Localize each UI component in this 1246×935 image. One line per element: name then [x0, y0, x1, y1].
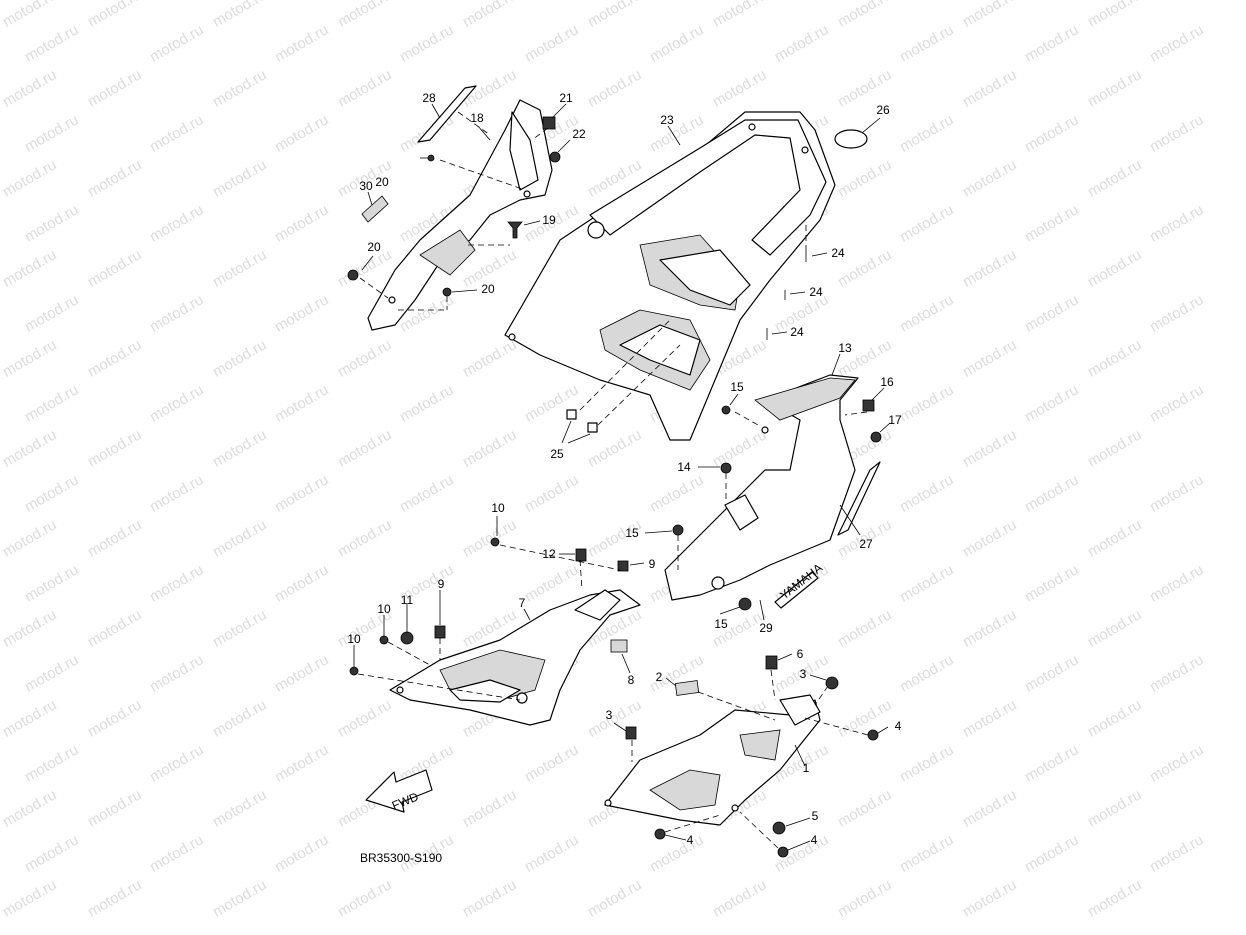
screw-part-20-c	[442, 287, 452, 297]
callout-24: 24	[809, 285, 823, 299]
callout-25: 25	[550, 447, 564, 461]
callout-16: 16	[880, 375, 894, 389]
callout-8: 8	[628, 673, 635, 687]
callout-30: 30	[359, 179, 373, 193]
callout-4: 4	[687, 833, 694, 847]
callout-15: 15	[730, 380, 744, 394]
callout-6: 6	[797, 647, 804, 661]
callout-19: 19	[542, 213, 556, 227]
callout-11: 11	[401, 593, 414, 607]
bolt-part-10-c	[349, 666, 359, 676]
callout-15: 15	[625, 526, 639, 540]
grommet-part-3-a	[825, 676, 839, 690]
bolt-part-10-a	[490, 537, 500, 547]
assembly-lines	[357, 111, 869, 849]
callout-24: 24	[790, 325, 804, 339]
callout-26: 26	[876, 103, 890, 117]
callout-29: 29	[759, 621, 773, 635]
callout-10: 10	[491, 501, 505, 515]
rear-cowl-part-23	[504, 111, 836, 441]
rivet-part-14	[720, 462, 732, 474]
emblem-part-29: YAMAHA	[774, 561, 825, 609]
callout-5: 5	[812, 809, 819, 823]
nut-part-3-b	[625, 726, 637, 740]
bolt-part-11	[400, 631, 414, 645]
callout-4: 4	[895, 719, 902, 733]
callout-10: 10	[347, 632, 361, 646]
bolt-part-4-b	[654, 828, 666, 840]
nut-part-25-b	[587, 422, 598, 433]
nut-part-9-b	[434, 625, 446, 639]
callout-15: 15	[714, 617, 728, 631]
callout-9: 9	[438, 577, 445, 591]
nut-part-21	[542, 116, 556, 130]
callout-2: 2	[656, 670, 663, 684]
bolt-part-4-c	[777, 846, 789, 858]
callout-4: 4	[811, 833, 818, 847]
callout-18: 18	[470, 111, 484, 125]
screw-part-20-b	[347, 269, 359, 281]
nut-part-12	[575, 548, 587, 562]
callout-20: 20	[367, 240, 381, 254]
callout-28: 28	[422, 91, 436, 105]
rivet-part-19	[507, 221, 523, 239]
lower-cover-part-1	[604, 694, 821, 826]
nut-part-16	[862, 399, 875, 412]
callout-3: 3	[606, 708, 613, 722]
fasteners	[347, 116, 882, 858]
callout-1: 1	[803, 761, 810, 775]
grommet-part-22	[549, 151, 561, 163]
callout-21: 21	[559, 91, 573, 105]
emblem-brand-text: YAMAHA	[777, 561, 825, 603]
callout-23: 23	[660, 113, 674, 127]
sticker-part-26	[834, 129, 868, 149]
callout-20: 20	[481, 282, 495, 296]
leader-lines	[353, 103, 891, 851]
bolt-part-10-b	[379, 635, 389, 645]
screw-part-15-c	[738, 597, 752, 611]
nut-part-9-a	[617, 560, 629, 572]
callout-22: 22	[572, 127, 586, 141]
callout-7: 7	[519, 596, 526, 610]
side-panel-part-18	[367, 99, 553, 331]
decal-part-27	[837, 461, 881, 536]
callout-27: 27	[859, 537, 873, 551]
callout-24: 24	[831, 246, 845, 260]
damper-part-2	[674, 680, 700, 696]
callout-10: 10	[377, 602, 391, 616]
label-part-30	[361, 195, 389, 223]
callout-3: 3	[800, 667, 807, 681]
callout-17: 17	[888, 413, 902, 427]
callout-14: 14	[677, 460, 691, 474]
nut-part-25-a	[566, 409, 577, 420]
grommet-part-5	[772, 821, 786, 835]
nut-part-6	[765, 655, 778, 670]
grommet-part-17	[870, 431, 882, 443]
callout-12: 12	[542, 547, 556, 561]
bolt-part-4-a	[867, 729, 879, 741]
screw-part-20-a	[427, 154, 435, 162]
side-panel-part-13	[664, 374, 859, 601]
screw-part-15-a	[721, 405, 731, 415]
callout-13: 13	[838, 341, 852, 355]
decal-part-28	[417, 85, 477, 143]
screw-part-15-b	[672, 524, 684, 536]
callout-9: 9	[649, 557, 656, 571]
diagram-code: BR35300-S190	[360, 851, 443, 865]
callout-20: 20	[375, 175, 389, 189]
lower-cover-part-7	[389, 589, 641, 726]
fwd-arrow: FWD	[365, 769, 433, 813]
damper-part-8	[610, 639, 628, 653]
